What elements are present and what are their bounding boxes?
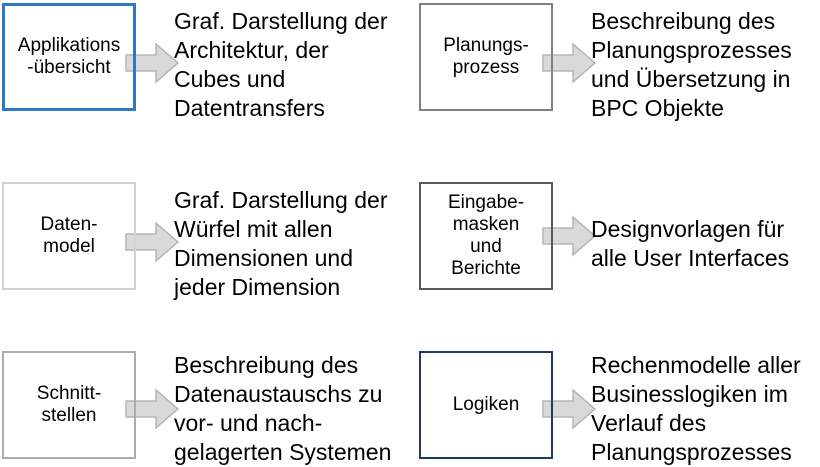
- block-arrow-right-icon: [542, 388, 596, 430]
- block-arrow-shape: [125, 388, 179, 430]
- block-arrow-right-icon: [125, 221, 179, 263]
- topic-box-planungsprozess: Planungs- prozess: [419, 3, 553, 111]
- diagram-item-logiken: Logiken Rechenmodelle aller Businesslogi…: [419, 351, 801, 467]
- topic-box-label: Eingabe- masken und Berichte: [447, 192, 525, 279]
- topic-box-datenmodel: Daten- model: [2, 182, 136, 290]
- topic-box-eingabemasken-und-berichte: Eingabe- masken und Berichte: [419, 182, 553, 290]
- topic-box-applikations-uebersicht: Applikations -übersicht: [2, 3, 136, 111]
- topic-description: Beschreibung des Datenaustauschs zu vor-…: [174, 352, 392, 465]
- topic-description: Graf. Darstellung der Architektur, der C…: [174, 8, 388, 121]
- topic-description: Rechenmodelle aller Businesslogiken im V…: [591, 352, 801, 465]
- block-arrow-right-icon: [542, 42, 596, 84]
- topic-box-label: Daten- model: [40, 214, 98, 257]
- block-arrow-right-icon: [125, 42, 179, 84]
- block-arrow-shape: [125, 221, 179, 263]
- topic-box-label: Planungs- prozess: [443, 35, 529, 78]
- topic-box-schnittstellen: Schnitt- stellen: [2, 351, 136, 459]
- topic-box-label: Logiken: [452, 394, 520, 415]
- diagram-item-planungsprozess: Planungs- prozess Beschreibung des Planu…: [419, 3, 792, 123]
- diagram-item-applikations-uebersicht: Applikations -übersicht Graf. Darstellun…: [2, 3, 387, 123]
- topic-description: Graf. Darstellung der Würfel mit allen D…: [174, 187, 388, 300]
- block-arrow-shape: [542, 215, 596, 257]
- diagram-item-schnittstellen: Schnitt- stellen Beschreibung des Datena…: [2, 351, 391, 467]
- block-arrow-right-icon: [125, 388, 179, 430]
- block-arrow-shape: [125, 42, 179, 84]
- block-arrow-shape: [542, 388, 596, 430]
- block-arrow-right-icon: [542, 215, 596, 257]
- topic-description: Designvorlagen für alle User Interfaces: [591, 216, 790, 271]
- topic-box-label: Schnitt- stellen: [36, 383, 102, 426]
- diagram-item-eingabemasken-und-berichte: Eingabe- masken und Berichte Designvorla…: [419, 182, 789, 290]
- topic-box-logiken: Logiken: [419, 351, 553, 459]
- topic-box-label: Applikations -übersicht: [17, 35, 121, 78]
- diagram-item-datenmodel: Daten- model Graf. Darstellung der Würfe…: [2, 182, 387, 302]
- topic-description: Beschreibung des Planungsprozesses und Ü…: [591, 8, 792, 121]
- block-arrow-shape: [542, 42, 596, 84]
